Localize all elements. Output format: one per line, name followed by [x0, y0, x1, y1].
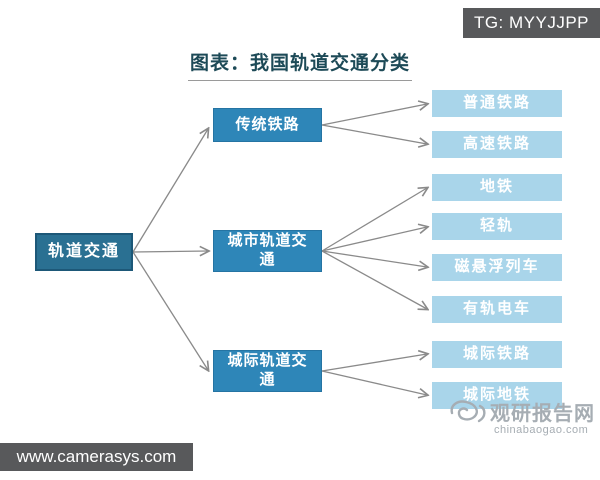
node-subway: 地铁	[432, 174, 562, 201]
node-tram: 有轨电车	[432, 296, 562, 323]
node-intercity-rail-transit: 城际轨道交通	[213, 350, 322, 392]
node-intercity-subway: 城际地铁	[432, 382, 562, 409]
tg-badge: TG: MYYJJPP	[463, 8, 600, 38]
node-light-rail: 轻轨	[432, 213, 562, 240]
watermark: 观研报告网 chinabaogao.com	[446, 396, 596, 436]
watermark-swirl-icon	[450, 400, 486, 423]
node-high-speed-railway: 高速铁路	[432, 131, 562, 158]
node-maglev-train: 磁悬浮列车	[432, 254, 562, 281]
watermark-name: 观研报告网	[490, 402, 595, 425]
node-ordinary-railway: 普通铁路	[432, 90, 562, 117]
node-urban-rail-transit: 城市轨道交通	[213, 230, 322, 272]
node-intercity-railway: 城际铁路	[432, 341, 562, 368]
chart-title: 图表：我国轨道交通分类	[187, 48, 412, 81]
node-traditional-railway: 传统铁路	[213, 108, 322, 142]
node-rail-transit: 轨道交通	[35, 233, 133, 271]
footer-url-bar: www.camerasys.com	[0, 443, 193, 471]
watermark-domain: chinabaogao.com	[494, 424, 589, 436]
title-container: 图表：我国轨道交通分类	[0, 48, 600, 81]
